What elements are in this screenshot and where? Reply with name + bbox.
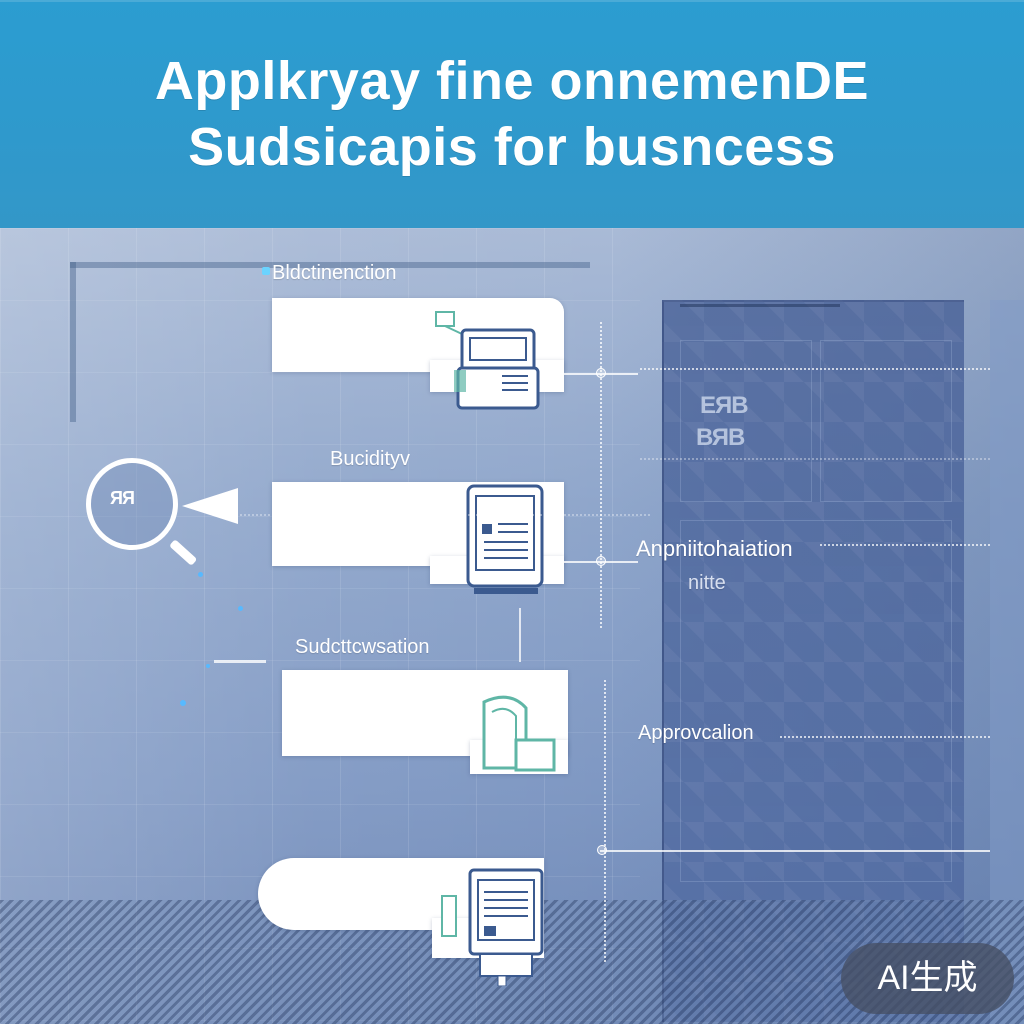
spark-icon [206, 664, 210, 668]
step-3-label: Sudcttcwsation [295, 636, 430, 658]
title-line-2: Sudsicapis for busncess [188, 117, 836, 177]
connector-line [604, 680, 606, 962]
connector-line [640, 368, 990, 370]
background-pipe [70, 262, 590, 268]
connector-line [600, 322, 602, 628]
spark-icon [238, 606, 243, 611]
step-1-label-text: Bldctinenction [272, 262, 397, 284]
title-line-1: Applkryay fine onnemenDE [154, 51, 870, 111]
magnifier-icon [86, 458, 178, 550]
scan-cone-icon [182, 488, 238, 524]
connector-line [780, 736, 990, 738]
cabinet-panel [680, 520, 952, 882]
background-cabinet-top [680, 304, 840, 323]
connector-node [597, 845, 607, 855]
ai-generated-badge: AI生成 [841, 943, 1014, 1014]
approval-a-label: Anpniitohaiation [636, 536, 793, 561]
spark-icon [180, 700, 186, 706]
fax-machine-icon [435, 311, 540, 410]
cabinet-panel [820, 340, 952, 502]
printer-paper-icon [482, 695, 556, 772]
connector-node [596, 368, 606, 378]
connector-line [240, 514, 650, 516]
cabinet-faint-text: ЕЯВ [700, 392, 749, 419]
connector-line [640, 458, 990, 460]
step-1-label: Bldctinenction [262, 262, 397, 285]
spark-icon [198, 572, 203, 577]
cabinet-panel [680, 340, 812, 502]
page-title: Applkryay fine onnemenDE Sudsicapis for … [0, 48, 1024, 180]
connector-arrow [600, 850, 990, 852]
connector-line [820, 544, 990, 546]
approval-a-sublabel: nitte [688, 572, 726, 594]
bullet-icon [262, 267, 270, 275]
magnifier-text: ЯЯ [110, 488, 135, 508]
connector-node [596, 556, 606, 566]
cabinet-faint-text: ВЯВ [696, 424, 745, 451]
background-pipe [70, 262, 76, 422]
approval-b-label: Approvcalion [638, 722, 754, 744]
connector-line [519, 608, 521, 662]
document-terminal-icon [466, 484, 544, 594]
connector-arrow [214, 660, 266, 663]
header-banner: Applkryay fine onnemenDE Sudsicapis for … [0, 0, 1024, 228]
step-2-label: Bucidityv [330, 448, 411, 470]
fax-document-icon [441, 868, 544, 986]
